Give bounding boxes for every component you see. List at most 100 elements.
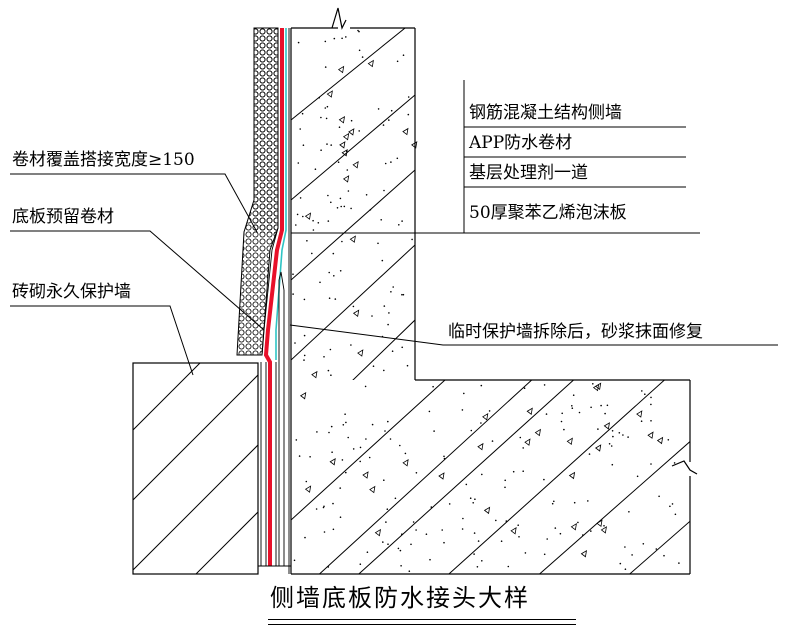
speckle-triangle [337, 65, 345, 74]
speckle-dot [399, 549, 402, 552]
speckle-dot [328, 431, 330, 434]
speckle-dot [524, 552, 527, 554]
speckle-dot [361, 56, 364, 58]
speckle-dot [472, 502, 475, 504]
speckle-dot [328, 271, 331, 274]
speckle-triangle [304, 212, 312, 220]
speckle-dot [588, 453, 591, 455]
speckle-dot [611, 430, 614, 432]
speckle-dot [336, 207, 339, 209]
speckle-dot [323, 531, 326, 533]
speckle-triangle [524, 438, 531, 446]
speckle-dot [292, 273, 294, 276]
speckle-dot [385, 521, 387, 523]
speckle-dot [604, 412, 606, 415]
speckle-dot [350, 207, 352, 210]
speckle-dot [347, 190, 350, 192]
speckle-triangle [369, 485, 376, 494]
drawing-title: 侧墙底板防水接头大样 [270, 584, 530, 612]
speckle-dot [545, 413, 548, 415]
speckle-dot [333, 275, 335, 277]
speckle-triangle [339, 141, 346, 149]
speckle-dot [519, 436, 522, 439]
speckle-dot [433, 430, 435, 432]
speckle-dot [323, 356, 325, 358]
speckle-dot [324, 107, 327, 109]
speckle-dot [663, 554, 665, 557]
speckle-dot [314, 168, 317, 170]
speckle-dot [603, 525, 605, 527]
speckle-dot [640, 420, 643, 423]
speckle-dot [406, 364, 409, 367]
speckle-dot [551, 502, 554, 505]
speckle-dot [543, 384, 546, 386]
speckle-dot [592, 383, 594, 385]
speckle-dot [512, 470, 515, 473]
speckle-dot [559, 532, 562, 535]
speckle-triangle [568, 471, 576, 480]
speckle-dot [441, 529, 444, 531]
legend-item: 基层处理剂一道 [469, 163, 588, 183]
speckle-dot [401, 533, 403, 535]
speckle-dot [382, 541, 384, 543]
primer-layer [275, 28, 287, 360]
speckle-dot [517, 524, 519, 526]
speckle-dot [481, 560, 483, 562]
speckle-dot [357, 29, 359, 32]
speckle-dot [358, 49, 361, 52]
speckle-dot [369, 209, 372, 211]
speckle-dot [366, 551, 369, 553]
speckle-dot [671, 503, 674, 505]
speckle-dot [669, 505, 671, 508]
speckle-dot [387, 543, 389, 545]
speckle-dot [673, 462, 676, 464]
speckle-dot [302, 144, 305, 146]
speckle-dot [428, 410, 431, 413]
speckle-triangle [600, 526, 607, 534]
speckle-dot [327, 220, 330, 222]
speckle-dot [333, 37, 336, 40]
speckle-triangle [342, 175, 350, 183]
speckle-dot [303, 354, 306, 357]
speckle-dot [577, 521, 579, 524]
speckle-dot [546, 538, 548, 540]
speckle-dot [571, 405, 573, 407]
speckle-dot [401, 220, 403, 222]
speckle-dot [563, 428, 565, 431]
speckle-dot [331, 451, 333, 454]
speckle-triangle [566, 437, 573, 446]
speckle-dot [337, 161, 340, 163]
speckle-dot [612, 435, 614, 438]
speckle-triangle [402, 127, 409, 136]
speckle-dot [624, 568, 627, 570]
speckle-dot [297, 162, 300, 164]
speckle-dot [330, 374, 332, 377]
speckle-dot [624, 546, 626, 548]
speckle-dot [396, 60, 399, 63]
speckle-dot [448, 503, 451, 505]
speckle-dot [327, 194, 329, 197]
speckle-dot [371, 315, 373, 317]
speckle-dot [473, 532, 476, 534]
speckle-dot [292, 293, 294, 295]
speckle-dot [325, 117, 328, 120]
repair-note-label: 临时保护墙拆除后，砂浆抹面修复 [448, 322, 703, 342]
speckle-dot [523, 387, 526, 390]
speckle-dot [411, 238, 413, 241]
speckle-dot [390, 109, 393, 112]
speckle-triangle [570, 523, 577, 531]
speckle-dot [611, 463, 614, 466]
speckle-dot [470, 429, 473, 432]
speckle-dot [425, 533, 428, 535]
speckle-dot [380, 219, 383, 221]
speckle-dot [553, 500, 555, 503]
speckle-dot [554, 527, 557, 529]
speckle-dot [443, 541, 445, 544]
speckle-dot [674, 513, 677, 516]
speckle-dot [384, 162, 387, 165]
speckle-dot [305, 480, 308, 483]
speckle-dot [463, 392, 465, 395]
speckle-dot [345, 471, 347, 474]
speckle-dot [658, 495, 660, 498]
speckle-dot [461, 528, 464, 530]
